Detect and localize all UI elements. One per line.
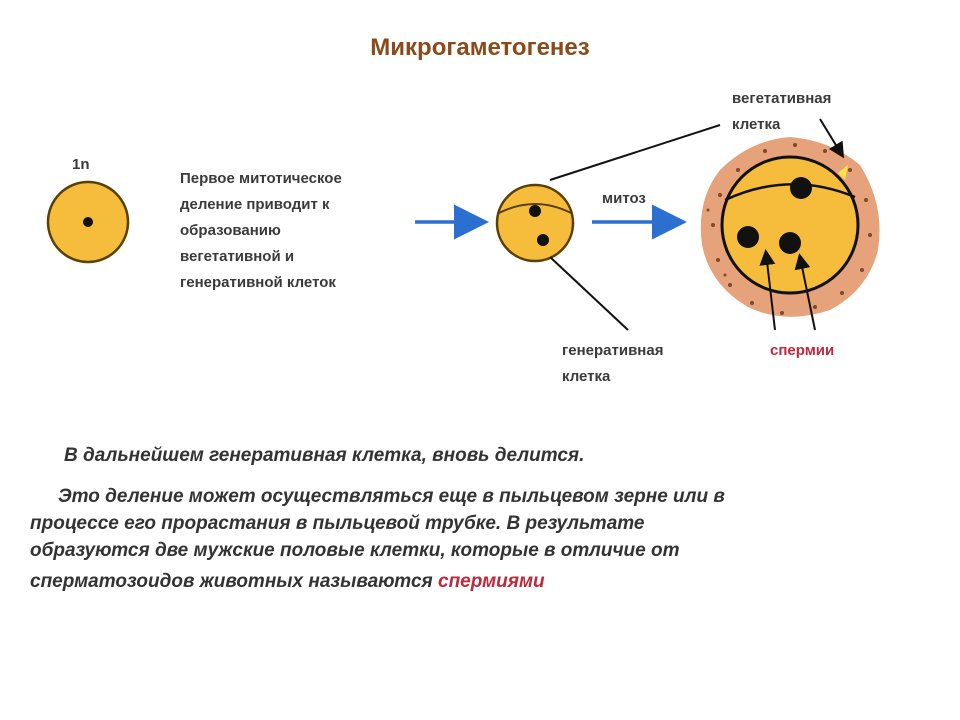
paragraph-line-4: сперматозоидов животных называются сперм… [30,568,890,595]
sperm-pointer-1 [759,249,776,331]
description-line-5: генеративной клеток [180,274,336,291]
generative-label-line-2: клетка [562,368,611,385]
paragraph-line-1: Это деление может осуществляться еще в п… [58,486,725,507]
description-line-3: образованию [180,222,281,239]
paragraph-line-3: образуются две мужские половые клетки, к… [30,540,680,561]
generative-nucleus [537,234,549,246]
sperm-term: спермиями [438,571,545,592]
description-line-1: Первое митотическое [180,170,342,187]
vegetative-boundary [724,183,856,202]
generative-label-line-1: генеративная [562,342,663,359]
generative-connector [549,256,629,331]
sperm-nucleus-1 [737,226,759,248]
wall-texture [706,143,872,315]
sperm-label: спермии [770,342,834,359]
description-line-2: деление приводит к [180,196,330,213]
vegetative-nucleus [529,205,541,217]
vegetative-label-line-1: вегетативная [732,90,831,107]
diagram-canvas: 1n Первое митотическое деление приводит … [46,90,880,385]
paragraph-sperm-formation: Это деление может осуществляться еще в п… [30,483,890,595]
sperm-nucleus-2 [779,232,801,254]
description-line-4: вегетативной и [180,248,294,265]
sperm-pointer-2 [794,253,816,331]
paragraph-division: В дальнейшем генеративная клетка, вновь … [64,445,585,466]
bicellular-cell [495,183,575,263]
microgametogenesis-diagram: 1n Первое митотическое деление приводит … [30,85,910,410]
vegetative-label-line-2: клетка [732,116,781,133]
inner-membrane [498,203,572,214]
vegetative-pointer [819,118,845,159]
sparkle-mark [838,165,848,180]
paragraph-line-2: процессе его прорастания в пыльцевой тру… [30,513,645,534]
vegetative-connector [549,124,721,181]
pollen-vegetative-nucleus [790,177,812,199]
mitosis-label: митоз [602,190,646,207]
ploidy-label: 1n [72,156,90,173]
pollen-grain-cell [720,155,860,295]
paragraph-line-4-text: сперматозоидов животных называются [30,571,438,592]
page-title: Микрогаметогенез [370,34,590,61]
microspore-nucleus [83,217,93,227]
